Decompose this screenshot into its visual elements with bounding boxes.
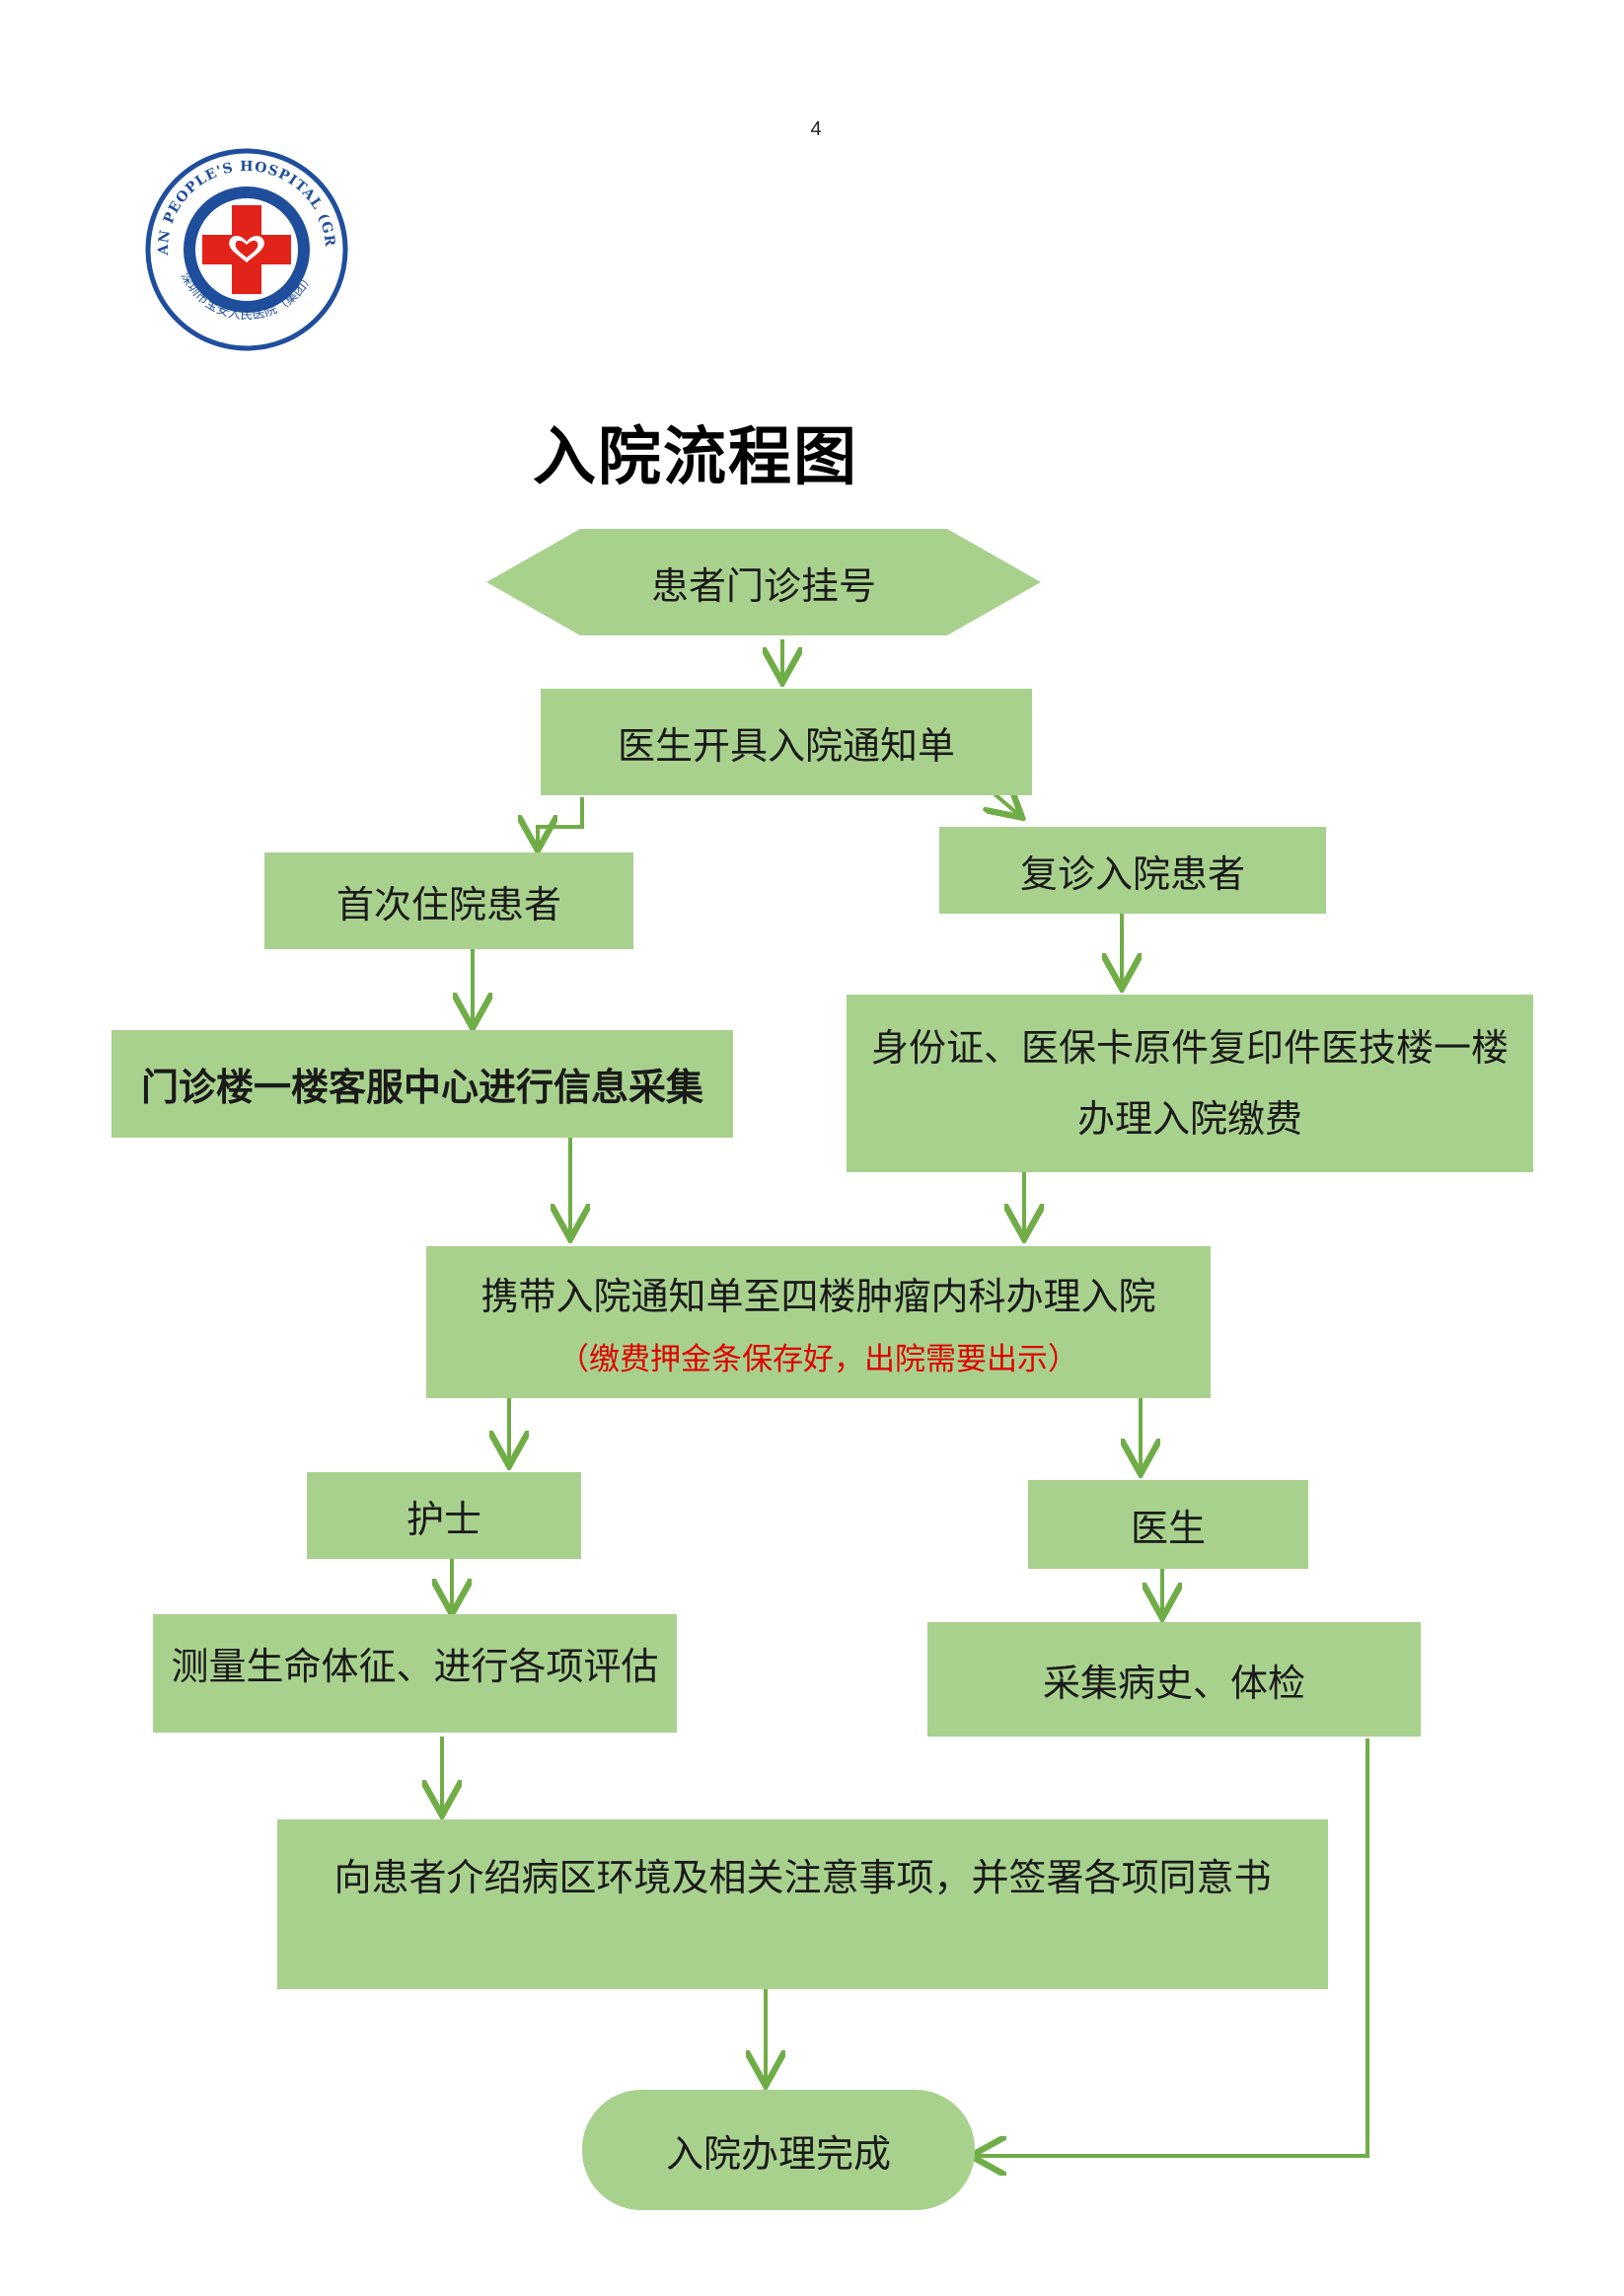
arrow-notice-to-first <box>538 797 584 847</box>
node-first-time: 首次住院患者 <box>264 852 633 949</box>
page-number: 4 <box>810 118 822 140</box>
hospital-logo: BAOAN PEOPLE'S HOSPITAL (GROUP) 深圳市宝安人民医… <box>136 134 350 353</box>
node-end: 入院办理完成 <box>582 2090 975 2210</box>
node-start: 患者门诊挂号 <box>486 529 1041 635</box>
node-payment-line2: 办理入院缴费 <box>1076 1097 1302 1141</box>
node-admit: 携带入院通知单至四楼肿瘤内科办理入院 （缴费押金条保存好，出院需要出示） <box>426 1246 1211 1398</box>
node-follow-up: 复诊入院患者 <box>939 827 1326 914</box>
node-introduce: 向患者介绍病区环境及相关注意事项，并签署各项同意书 <box>277 1819 1328 1989</box>
node-nurse: 护士 <box>307 1472 581 1559</box>
node-admit-label: 携带入院通知单至四楼肿瘤内科办理入院 <box>480 1275 1156 1318</box>
node-doctor: 医生 <box>1028 1480 1308 1569</box>
node-info-collect: 门诊楼一楼客服中心进行信息采集 <box>111 1030 733 1138</box>
node-start-label: 患者门诊挂号 <box>650 563 876 608</box>
node-nurse-task: 测量生命体征、进行各项评估 <box>153 1614 677 1733</box>
node-doctor-task: 采集病史、体检 <box>927 1622 1421 1737</box>
node-payment-line1: 身份证、医保卡原件复印件医技楼一楼 <box>870 1025 1509 1070</box>
page-title: 入院流程图 <box>533 421 858 494</box>
node-payment: 身份证、医保卡原件复印件医技楼一楼 办理入院缴费 <box>847 995 1533 1172</box>
node-notice: 医生开具入院通知单 <box>541 689 1032 795</box>
node-admit-note: （缴费押金条保存好，出院需要出示） <box>558 1342 1078 1377</box>
arrow-doctortask-to-end <box>975 1739 1369 2156</box>
